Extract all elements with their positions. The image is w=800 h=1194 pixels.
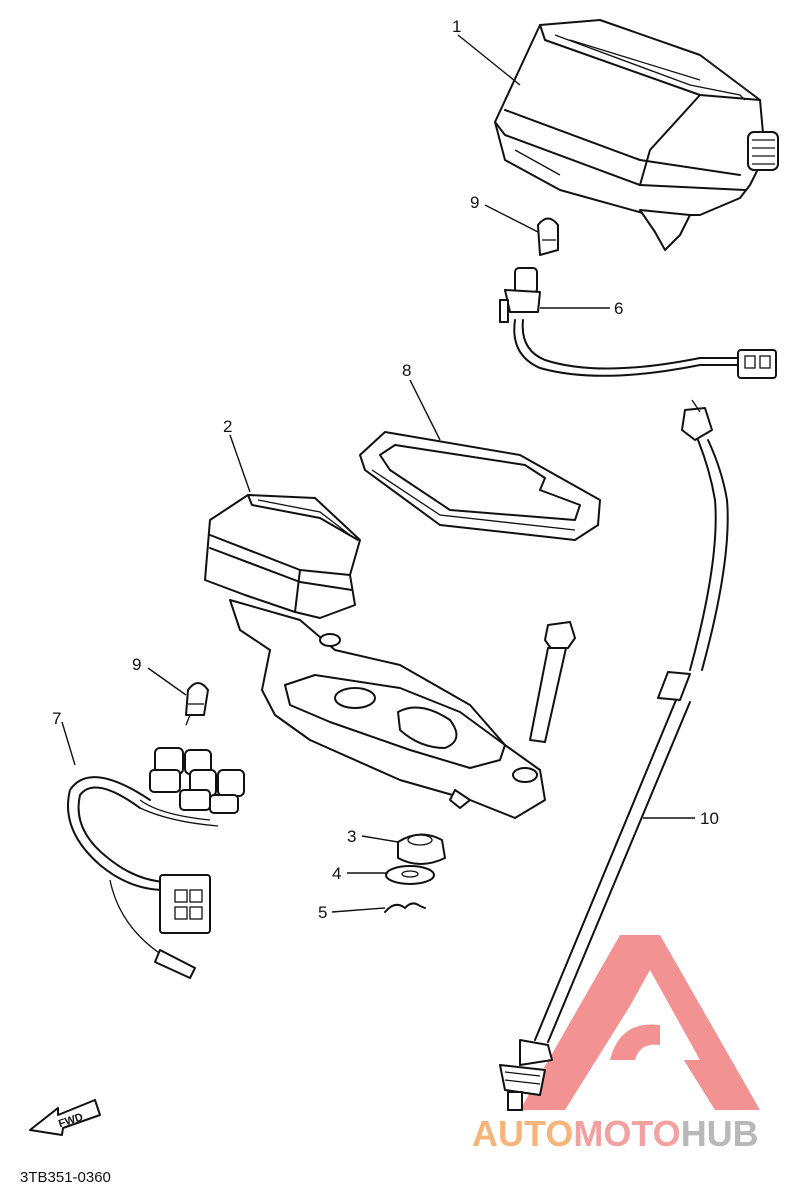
clip-part-5 — [384, 902, 426, 913]
label-part-2: 2 — [223, 417, 232, 436]
watermark-moto: MOTO — [573, 1113, 680, 1154]
leader-lines — [61, 34, 695, 913]
label-part-7: 7 — [52, 709, 61, 728]
fwd-arrow-icon: FWD — [29, 1099, 101, 1136]
socket-cord-part-6 — [499, 267, 777, 379]
label-part-10: 10 — [700, 809, 719, 828]
washer-part-4 — [385, 865, 435, 885]
watermark-logo-icon — [520, 935, 760, 1110]
figure-code: 3TB351-0360 — [20, 1169, 111, 1186]
meter-assembly-part-1 — [494, 19, 779, 251]
label-part-4: 4 — [332, 864, 341, 883]
gasket-part-8 — [359, 431, 601, 541]
cable-part-10 — [499, 399, 729, 1111]
bulb-part-9-upper — [537, 217, 559, 256]
label-part-3: 3 — [347, 827, 356, 846]
bulb-part-9-lower — [185, 682, 209, 726]
label-part-6: 6 — [614, 299, 623, 318]
watermark-auto: AUTO — [472, 1113, 573, 1154]
watermark-hub: HUB — [681, 1113, 759, 1154]
watermark-text: AUTOMOTOHUB — [472, 1113, 759, 1154]
label-part-8: 8 — [402, 361, 411, 380]
label-part-9-lower: 9 — [132, 655, 141, 674]
harness-part-7 — [67, 747, 245, 979]
label-part-5: 5 — [318, 903, 327, 922]
label-part-1: 1 — [452, 17, 461, 36]
meter-assembly-part-2 — [204, 494, 546, 819]
grommet-part-3 — [397, 833, 446, 865]
label-part-9-upper: 9 — [470, 193, 479, 212]
bolt-icon — [529, 621, 576, 743]
